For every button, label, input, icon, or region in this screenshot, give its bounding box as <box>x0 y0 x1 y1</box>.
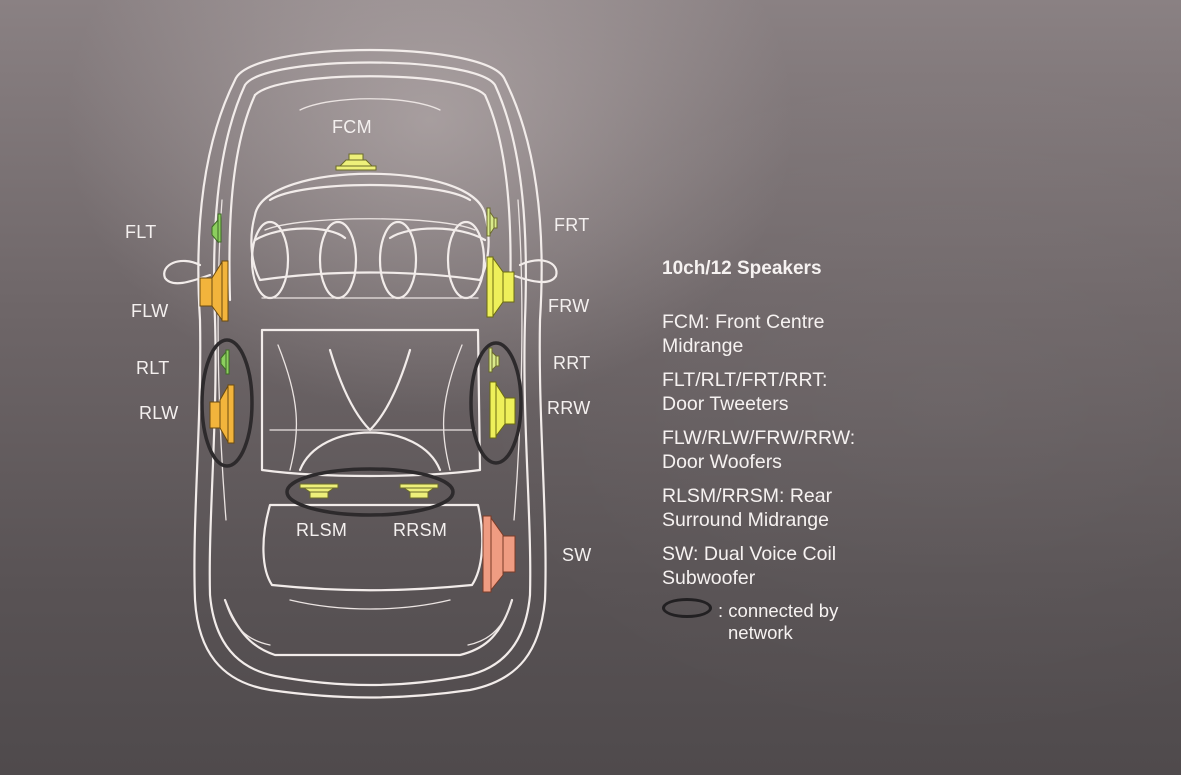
legend-entry-line: Surround Midrange <box>662 509 829 531</box>
legend-entry-woofers: FLW/RLW/FRW/RRW: Door Woofers <box>662 426 922 474</box>
legend-entry-line: SW: Dual Voice Coil <box>662 543 837 565</box>
label-rlt: RLT <box>136 358 170 378</box>
label-rrt: RRT <box>553 353 591 373</box>
legend-entry-tweeters: FLT/RLT/FRT/RRT: Door Tweeters <box>662 368 922 416</box>
legend-entry-line: FLT/RLT/FRT/RRT: <box>662 369 828 391</box>
legend-entry-line: RLSM/RRSM: Rear <box>662 485 833 507</box>
legend: 10ch/12 Speakers FCM: Front Centre Midra… <box>662 258 922 644</box>
speaker-sw-icon <box>482 515 516 593</box>
legend-network: : connected by network <box>662 598 922 644</box>
legend-entry-subwoofer: SW: Dual Voice Coil Subwoofer <box>662 542 922 590</box>
label-rrsm: RRSM <box>393 520 448 540</box>
network-ring-left <box>200 338 254 468</box>
label-sw: SW <box>562 545 592 565</box>
legend-entry-line: FCM: Front Centre <box>662 311 825 333</box>
speaker-flt-icon <box>211 213 222 244</box>
speaker-frw-icon <box>486 256 515 318</box>
speaker-rlsm-icon <box>299 483 339 499</box>
network-ring-rear <box>285 467 455 517</box>
label-rlw: RLW <box>139 403 179 423</box>
speaker-rrw-icon <box>489 381 516 439</box>
speaker-rlw-icon <box>209 384 235 444</box>
label-frw: FRW <box>548 296 590 316</box>
legend-entry-line: Door Woofers <box>662 451 782 473</box>
speaker-flw-icon <box>199 260 229 322</box>
label-rrw: RRW <box>547 398 591 418</box>
legend-network-line: : connected by <box>718 600 839 621</box>
label-flt: FLT <box>125 222 157 242</box>
legend-entry-line: Midrange <box>662 335 744 357</box>
speaker-rrt-icon <box>488 347 500 373</box>
legend-entry-fcm: FCM: Front Centre Midrange <box>662 310 922 358</box>
legend-entry-line: FLW/RLW/FRW/RRW: <box>662 427 856 449</box>
speaker-rrsm-icon <box>399 483 439 499</box>
legend-title: 10ch/12 Speakers <box>662 258 822 279</box>
car-outline <box>163 48 558 699</box>
legend-entry-line: Door Tweeters <box>662 393 789 415</box>
label-fcm: FCM <box>332 117 372 137</box>
label-flw: FLW <box>131 301 169 321</box>
legend-entry-surround: RLSM/RRSM: Rear Surround Midrange <box>662 484 922 532</box>
network-ring-icon <box>662 598 712 618</box>
speaker-frt-icon <box>486 207 498 237</box>
label-frt: FRT <box>554 215 590 235</box>
legend-network-text: : connected by network <box>718 600 838 644</box>
legend-entry-line: Subwoofer <box>662 567 756 589</box>
legend-network-line: network <box>728 622 793 643</box>
speaker-rlt-icon <box>220 349 230 375</box>
label-rlsm: RLSM <box>296 520 348 540</box>
network-ring-right <box>469 341 523 465</box>
speaker-fcm-icon <box>335 153 377 171</box>
